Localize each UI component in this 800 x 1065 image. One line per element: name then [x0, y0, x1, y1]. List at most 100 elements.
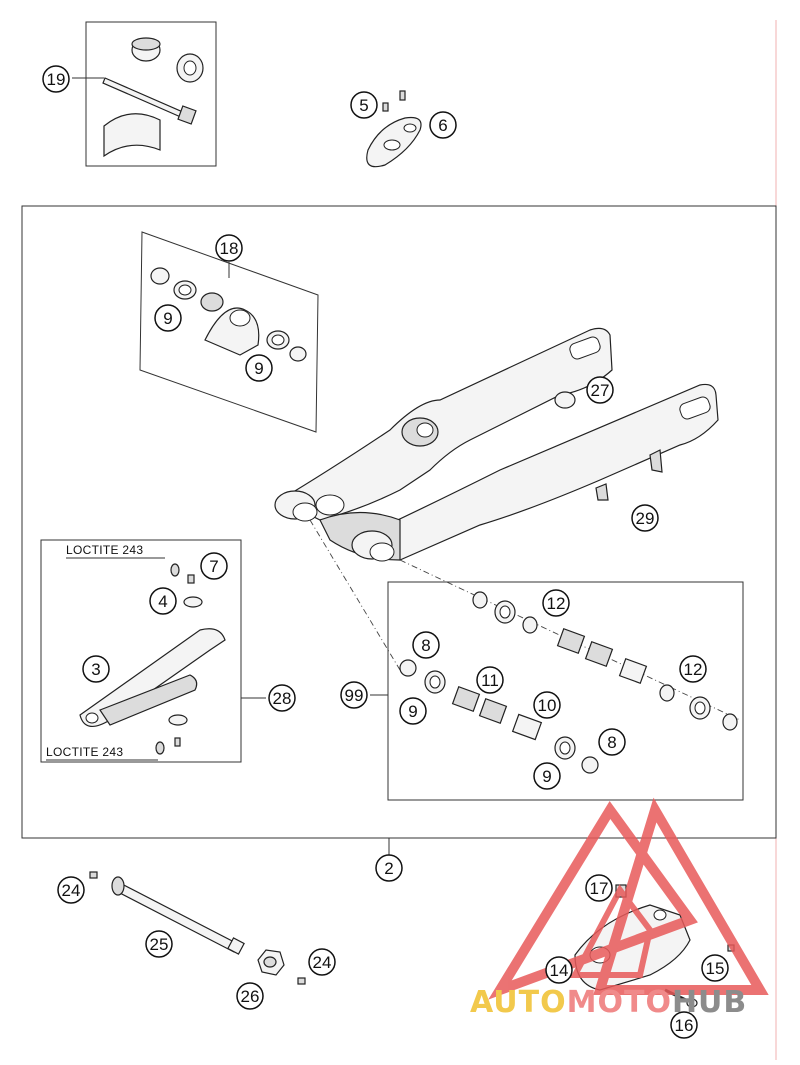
callout-number: 4	[158, 592, 167, 611]
callout-circle	[429, 111, 457, 139]
callout-circle	[598, 728, 626, 756]
callout-c18: 18	[215, 234, 243, 262]
watermark-moto: MOTO	[567, 985, 672, 1020]
callout-number: 18	[220, 239, 239, 258]
callout-number: 9	[163, 309, 172, 328]
callout-c26: 26	[236, 982, 264, 1010]
callout-number: 6	[438, 116, 447, 135]
callout-number: 12	[547, 594, 566, 613]
clip-part-6	[366, 90, 422, 168]
callout-c11: 11	[476, 666, 504, 694]
callout-number: 29	[636, 509, 655, 528]
group-18-box	[139, 231, 319, 433]
callout-number: 8	[607, 733, 616, 752]
chain-slider-3	[79, 563, 226, 755]
callout-number: 11	[481, 671, 499, 690]
group-99-box	[387, 581, 744, 801]
callout-c5: 5	[350, 91, 378, 119]
callout-number: 24	[62, 881, 81, 900]
callout-number: 19	[47, 70, 66, 89]
callout-c24a: 24	[57, 876, 85, 904]
callout-c7: 7	[200, 552, 228, 580]
callout-circle	[149, 587, 177, 615]
callout-number: 9	[408, 702, 417, 721]
loctite-label-bottom: LOCTITE 243	[46, 745, 123, 759]
callout-circle	[670, 1011, 698, 1039]
callout-circle	[268, 684, 296, 712]
callout-c17: 17	[585, 874, 613, 902]
swingarm-pivot-axle-25	[89, 871, 306, 985]
callout-number: 24	[313, 953, 332, 972]
callout-circle	[340, 681, 368, 709]
callout-circle	[154, 304, 182, 332]
callout-c8a: 8	[412, 631, 440, 659]
callout-circle	[533, 691, 561, 719]
callout-number: 2	[384, 859, 393, 878]
callout-circle	[533, 762, 561, 790]
callout-c9c: 9	[399, 697, 427, 725]
callout-c25: 25	[145, 930, 173, 958]
callout-c14: 14	[545, 956, 573, 984]
callout-c2: 2	[375, 854, 403, 882]
callout-number: 7	[209, 557, 218, 576]
callout-c16: 16	[670, 1011, 698, 1039]
callout-c12a: 12	[542, 589, 570, 617]
callout-circle	[412, 631, 440, 659]
callout-c19: 19	[42, 65, 70, 93]
callout-number: 27	[591, 381, 610, 400]
callout-circle	[42, 65, 70, 93]
callout-number: 99	[345, 686, 364, 705]
callout-number: 26	[241, 987, 260, 1006]
callout-circle	[82, 655, 110, 683]
callout-circle	[375, 854, 403, 882]
callout-c24b: 24	[308, 948, 336, 976]
callout-c28: 28	[268, 684, 296, 712]
callout-c6: 6	[429, 111, 457, 139]
callout-circle	[308, 948, 336, 976]
group-18-parts	[150, 267, 307, 362]
callout-circle	[215, 234, 243, 262]
bearing-set-99	[399, 591, 738, 774]
callout-c27: 27	[586, 376, 614, 404]
watermark-auto: AUTO	[470, 985, 567, 1020]
callout-number: 12	[684, 660, 703, 679]
callout-circle	[236, 982, 264, 1010]
nut-26	[257, 949, 285, 976]
callout-c10: 10	[533, 691, 561, 719]
automotohub-logo	[488, 797, 769, 1000]
callout-circle	[245, 354, 273, 382]
callout-c99: 99	[340, 681, 368, 709]
swingarm	[274, 327, 719, 562]
callout-circle	[200, 552, 228, 580]
callout-number: 8	[421, 636, 430, 655]
callout-circle	[679, 655, 707, 683]
callout-c8b: 8	[598, 728, 626, 756]
callout-circle	[399, 697, 427, 725]
callout-number: 15	[706, 959, 725, 978]
callout-circle	[701, 954, 729, 982]
callout-number: 28	[273, 689, 292, 708]
callout-c9d: 9	[533, 762, 561, 790]
group-2-frame	[21, 205, 777, 839]
loctite-label-top: LOCTITE 243	[66, 543, 143, 557]
callout-circle	[545, 956, 573, 984]
callout-circle	[145, 930, 173, 958]
callout-c3: 3	[82, 655, 110, 683]
callout-c29: 29	[631, 504, 659, 532]
callout-c9b: 9	[245, 354, 273, 382]
callout-number: 16	[675, 1016, 694, 1035]
callout-number: 3	[91, 660, 100, 679]
callout-number: 9	[542, 767, 551, 786]
callout-number: 9	[254, 359, 263, 378]
callout-number: 25	[150, 935, 169, 954]
callout-circle	[585, 874, 613, 902]
callout-number: 10	[538, 696, 557, 715]
watermark-text: AUTOMOTOHUB	[470, 985, 747, 1020]
callout-circle	[350, 91, 378, 119]
callout-number: 17	[590, 879, 609, 898]
callout-number: 14	[550, 961, 569, 980]
group-19-kit	[85, 21, 217, 167]
callout-number: 5	[359, 96, 368, 115]
callout-circle	[586, 376, 614, 404]
